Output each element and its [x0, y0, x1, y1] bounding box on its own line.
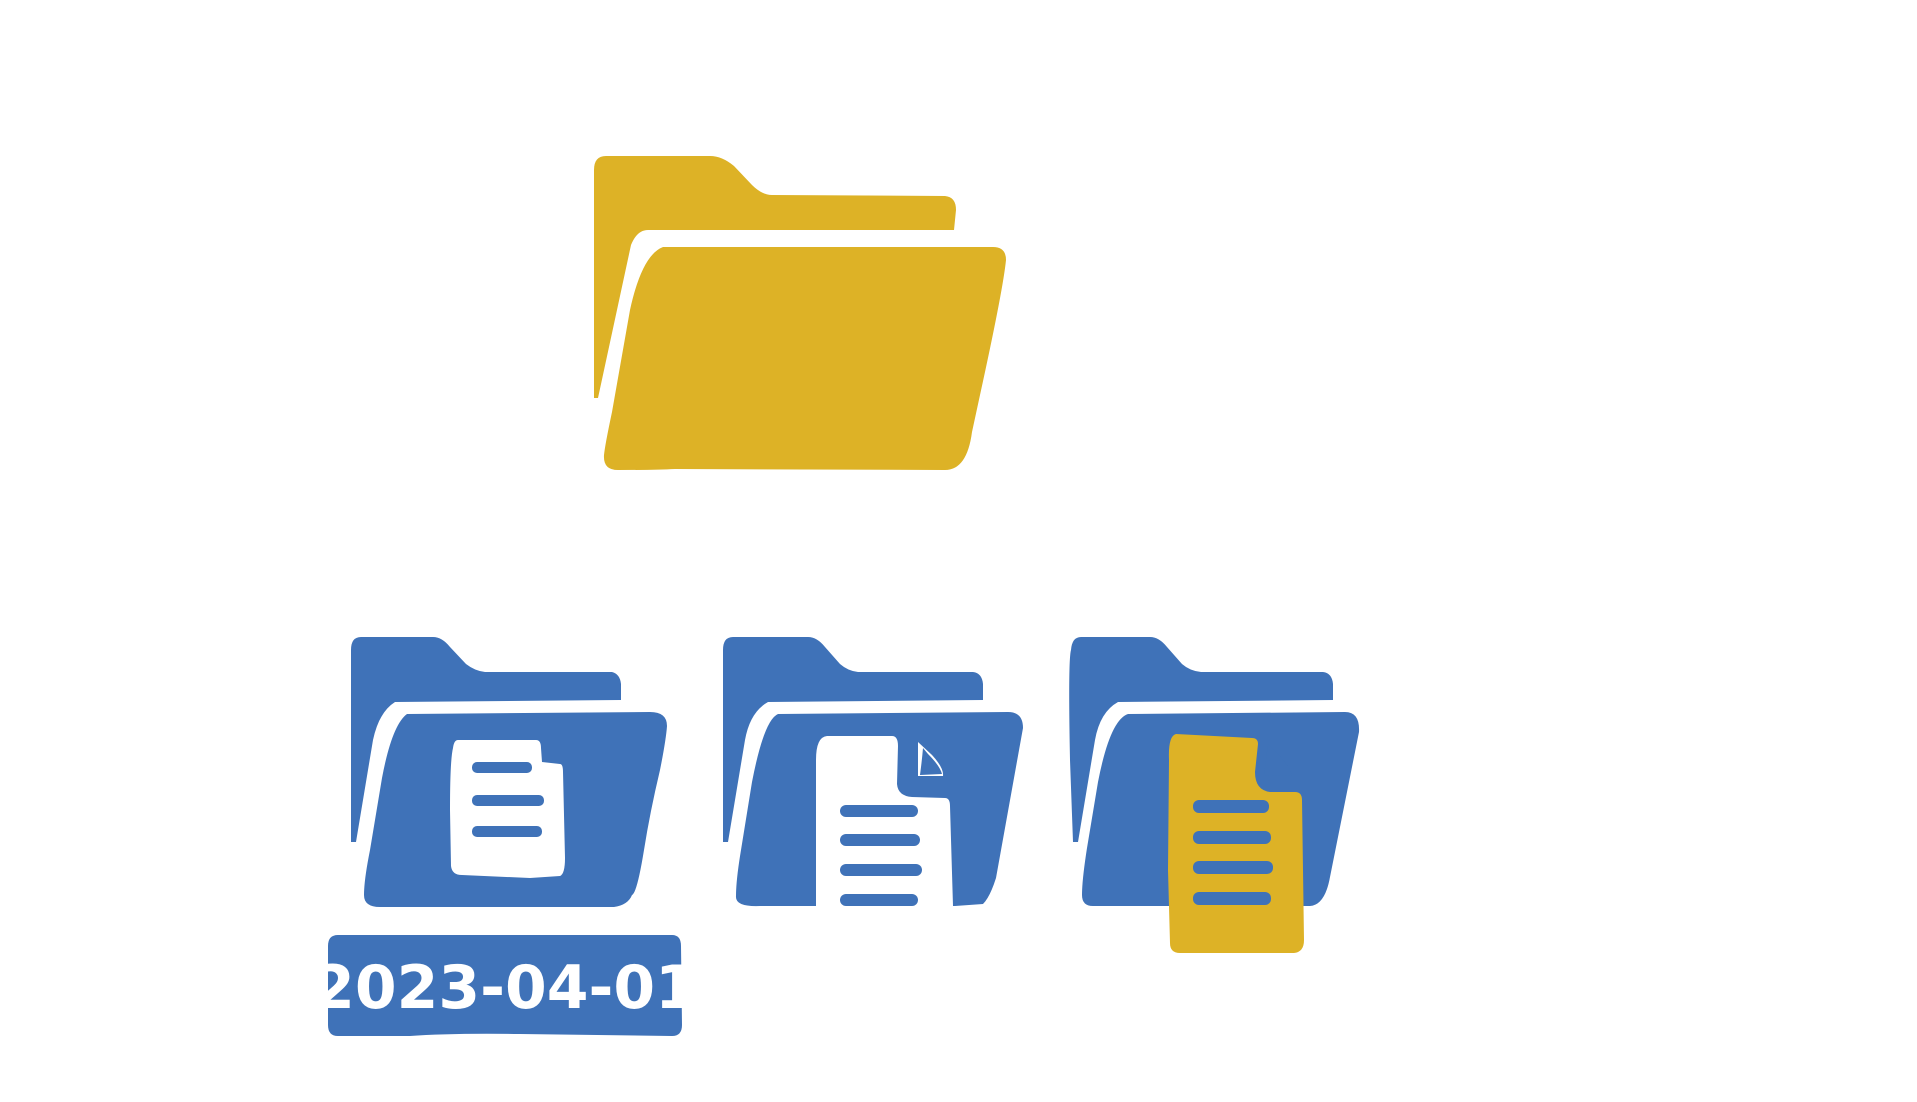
child-folder-3-gold-document-icon [1168, 734, 1304, 953]
date-label-badge: 2023-04-01 [313, 935, 697, 1036]
child-folder-1[interactable] [351, 637, 667, 907]
root-open-folder-icon[interactable] [594, 156, 1006, 470]
child-folder-2[interactable] [723, 637, 1023, 907]
child-folder-2-document-icon [816, 736, 953, 906]
root-folder-front-panel [603, 247, 1006, 470]
child-folder-1-back-panel [351, 637, 621, 842]
child-folder-2-back-panel [723, 637, 983, 842]
root-folder-back-panel [594, 156, 956, 398]
child-folder-3[interactable] [1069, 637, 1360, 953]
date-label: 2023-04-01 [313, 953, 697, 1023]
child-folder-3-back-panel [1069, 637, 1333, 842]
child-folder-1-document-icon [450, 740, 565, 878]
